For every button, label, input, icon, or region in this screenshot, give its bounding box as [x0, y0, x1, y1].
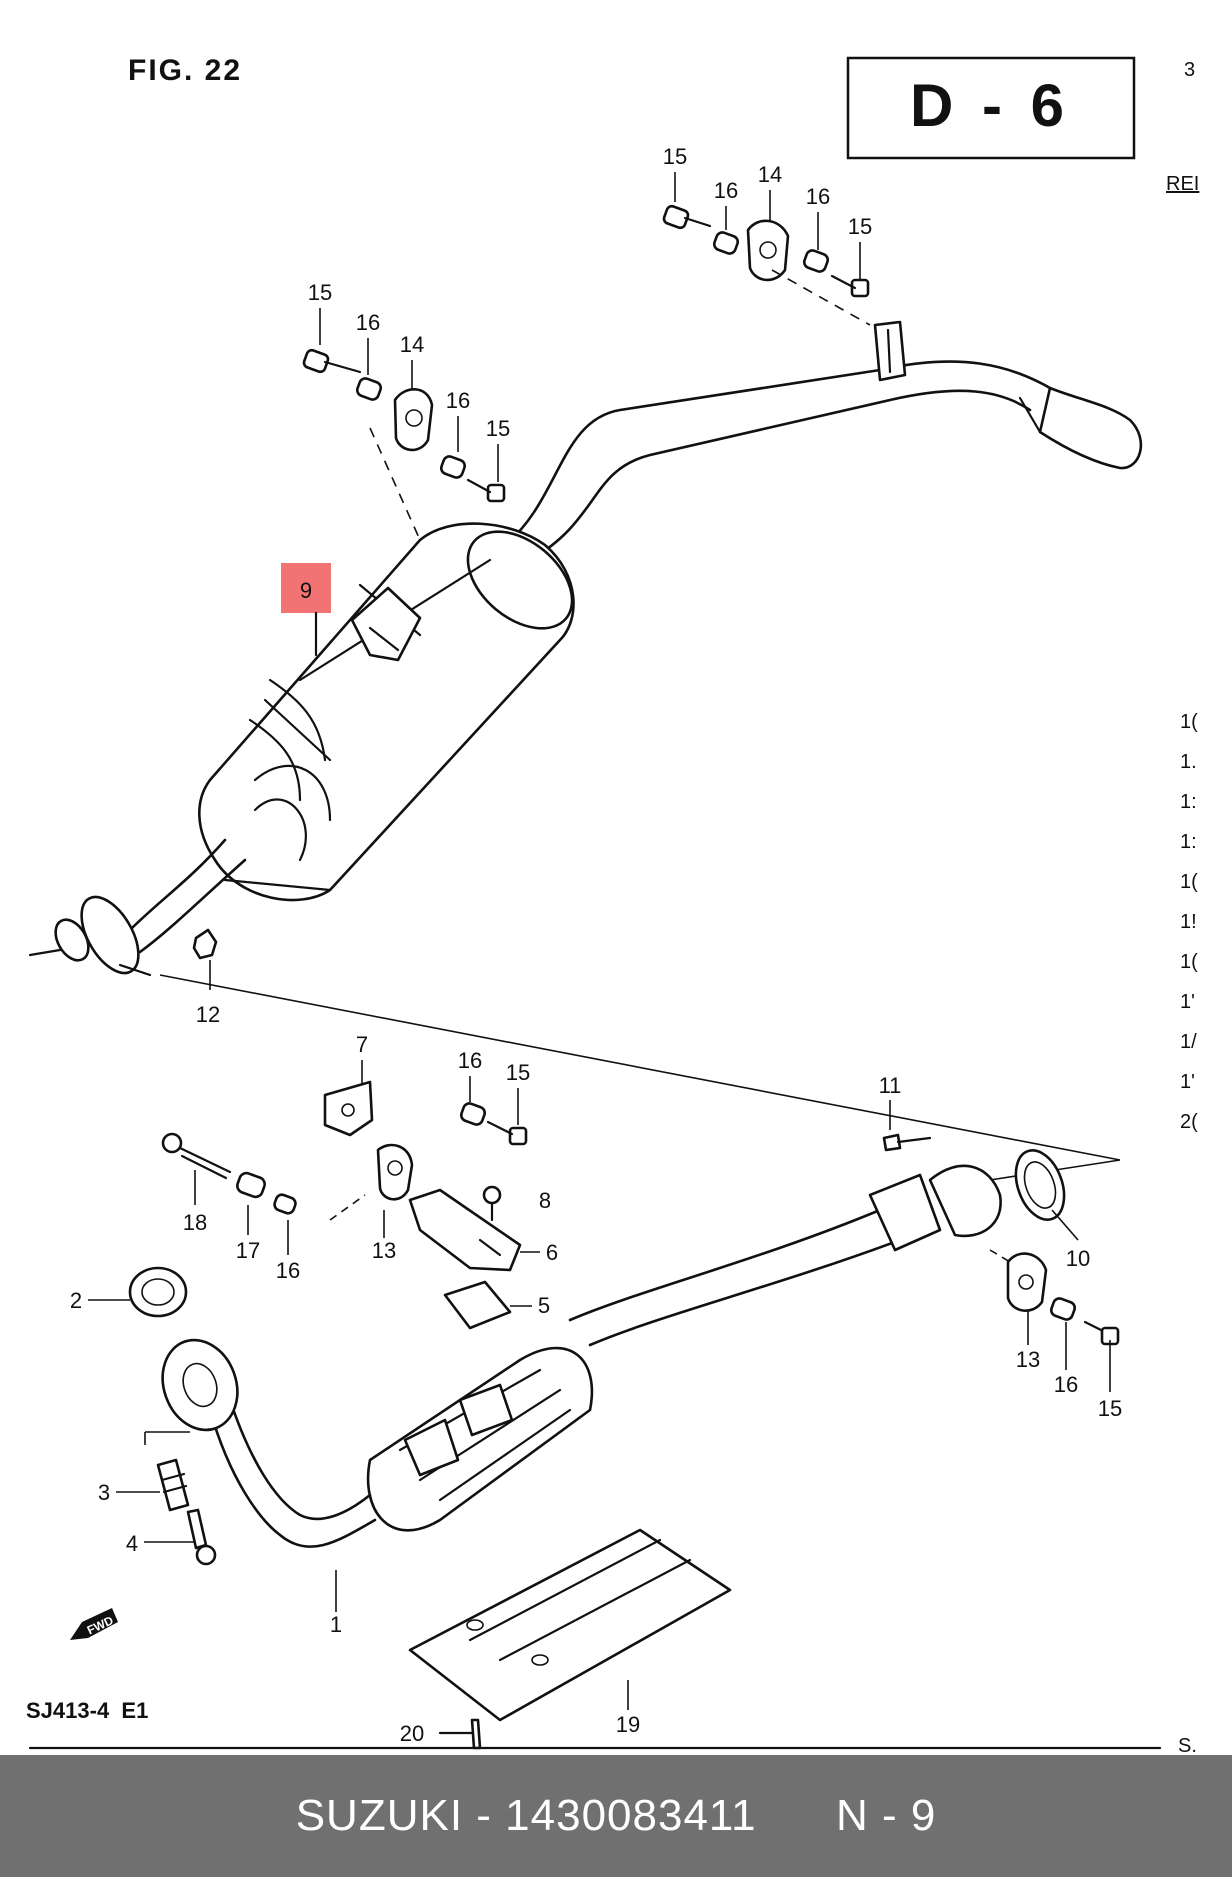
figure-title: FIG. 22 [128, 54, 242, 87]
callout-label: 15 [848, 214, 872, 239]
callout-label: 8 [539, 1188, 551, 1213]
stud-3 [156, 1458, 190, 1512]
callout-label: 6 [546, 1240, 558, 1265]
callout-label: 1 [330, 1612, 342, 1637]
exhaust-parts-diagram: FIG. 22 D - 6 3 REI 1( 1. 1: 1: 1( 1! 1(… [26, 54, 1199, 1755]
callout-label: 15 [486, 416, 510, 441]
callout-label: 2 [70, 1288, 82, 1313]
catalytic-converter [366, 1346, 594, 1532]
section-code-box [846, 56, 1136, 160]
callout-label: 16 [1054, 1372, 1078, 1397]
callout-labels: 15 16 14 16 15 15 16 14 16 15 12 7 16 15… [70, 144, 1122, 1746]
callout-label: 16 [356, 310, 380, 335]
callout-label: 11 [879, 1073, 902, 1098]
page-edge-fragments: 3 REI 1( 1. 1: 1: 1( 1! 1( 1' 1/ 1' 2( S… [1166, 59, 1199, 1755]
callout-label: 7 [356, 1032, 368, 1057]
model-code: SJ413-4 E1 [26, 1698, 148, 1723]
edge-fragment: 1/ [1180, 1031, 1197, 1053]
edge-fragment: 3 [1184, 59, 1195, 81]
edge-fragment: 2( [1180, 1111, 1198, 1133]
edge-fragment: 1' [1180, 1071, 1195, 1093]
edge-fragment: 1( [1180, 871, 1198, 893]
callout-label: 16 [276, 1258, 300, 1283]
callout-label: 18 [183, 1210, 207, 1235]
highlight-label: 9 [300, 578, 312, 603]
callout-label: 4 [126, 1531, 138, 1556]
callout-label: 13 [1016, 1347, 1040, 1372]
callout-label: 15 [308, 280, 332, 305]
fwd-label: FWD [85, 1613, 116, 1637]
callout-label: 16 [446, 388, 470, 413]
edge-fragment: S. [1178, 1735, 1197, 1755]
bolt-4 [186, 1508, 217, 1566]
mount-group-lower-left [161, 1080, 414, 1221]
callout-label: 16 [806, 184, 830, 209]
center-pipe [568, 1149, 1066, 1347]
edge-fragment: 1: [1180, 831, 1197, 853]
edge-fragment: REI [1166, 173, 1199, 195]
edge-fragment: 1: [1180, 791, 1197, 813]
footer-part-info: SUZUKI - 1430083411 N - 9 [295, 1791, 937, 1840]
callout-label: 15 [1098, 1396, 1122, 1421]
callout-label: 15 [506, 1060, 530, 1085]
highlight-marker [281, 563, 331, 613]
callout-label: 19 [616, 1712, 640, 1737]
muffler [28, 522, 575, 977]
edge-fragment: 1. [1180, 751, 1197, 773]
tail-pipe [503, 320, 1143, 562]
callout-label: 10 [1066, 1246, 1090, 1271]
edge-fragment: 1( [1180, 951, 1198, 973]
bolt-20 [438, 1718, 482, 1750]
fwd-arrow-icon: FWD [70, 1608, 118, 1640]
footer-banner: SUZUKI - 1430083411 N - 9 [0, 1755, 1232, 1877]
callout-label: 14 [400, 332, 424, 357]
callout-label: 3 [98, 1480, 110, 1505]
heat-shield-19 [408, 1528, 732, 1722]
front-pipe [144, 1338, 377, 1548]
edge-fragment: 1( [1180, 711, 1198, 733]
edge-fragment: 1' [1180, 991, 1195, 1013]
callout-label: 15 [663, 144, 687, 169]
callout-label: 17 [236, 1238, 260, 1263]
callout-label: 20 [400, 1721, 424, 1746]
section-code: D - 6 [910, 72, 1070, 139]
callout-label: 16 [714, 178, 738, 203]
callout-label: 14 [758, 162, 782, 187]
gasket-2 [128, 1266, 188, 1318]
callout-label: 16 [458, 1048, 482, 1073]
nut-12 [192, 928, 218, 990]
callout-label: 13 [372, 1238, 396, 1263]
mount-group-right [662, 204, 871, 326]
mount-group-lower-mid [408, 1102, 528, 1330]
mount-group-lower-right [882, 1133, 1120, 1346]
mount-group-left [302, 348, 506, 541]
edge-fragment: 1! [1180, 911, 1197, 933]
callout-label: 12 [196, 1002, 220, 1027]
callout-label: 5 [538, 1293, 550, 1318]
assembly-divider-line [159, 974, 1121, 1161]
callout-leaders [88, 172, 1111, 1710]
